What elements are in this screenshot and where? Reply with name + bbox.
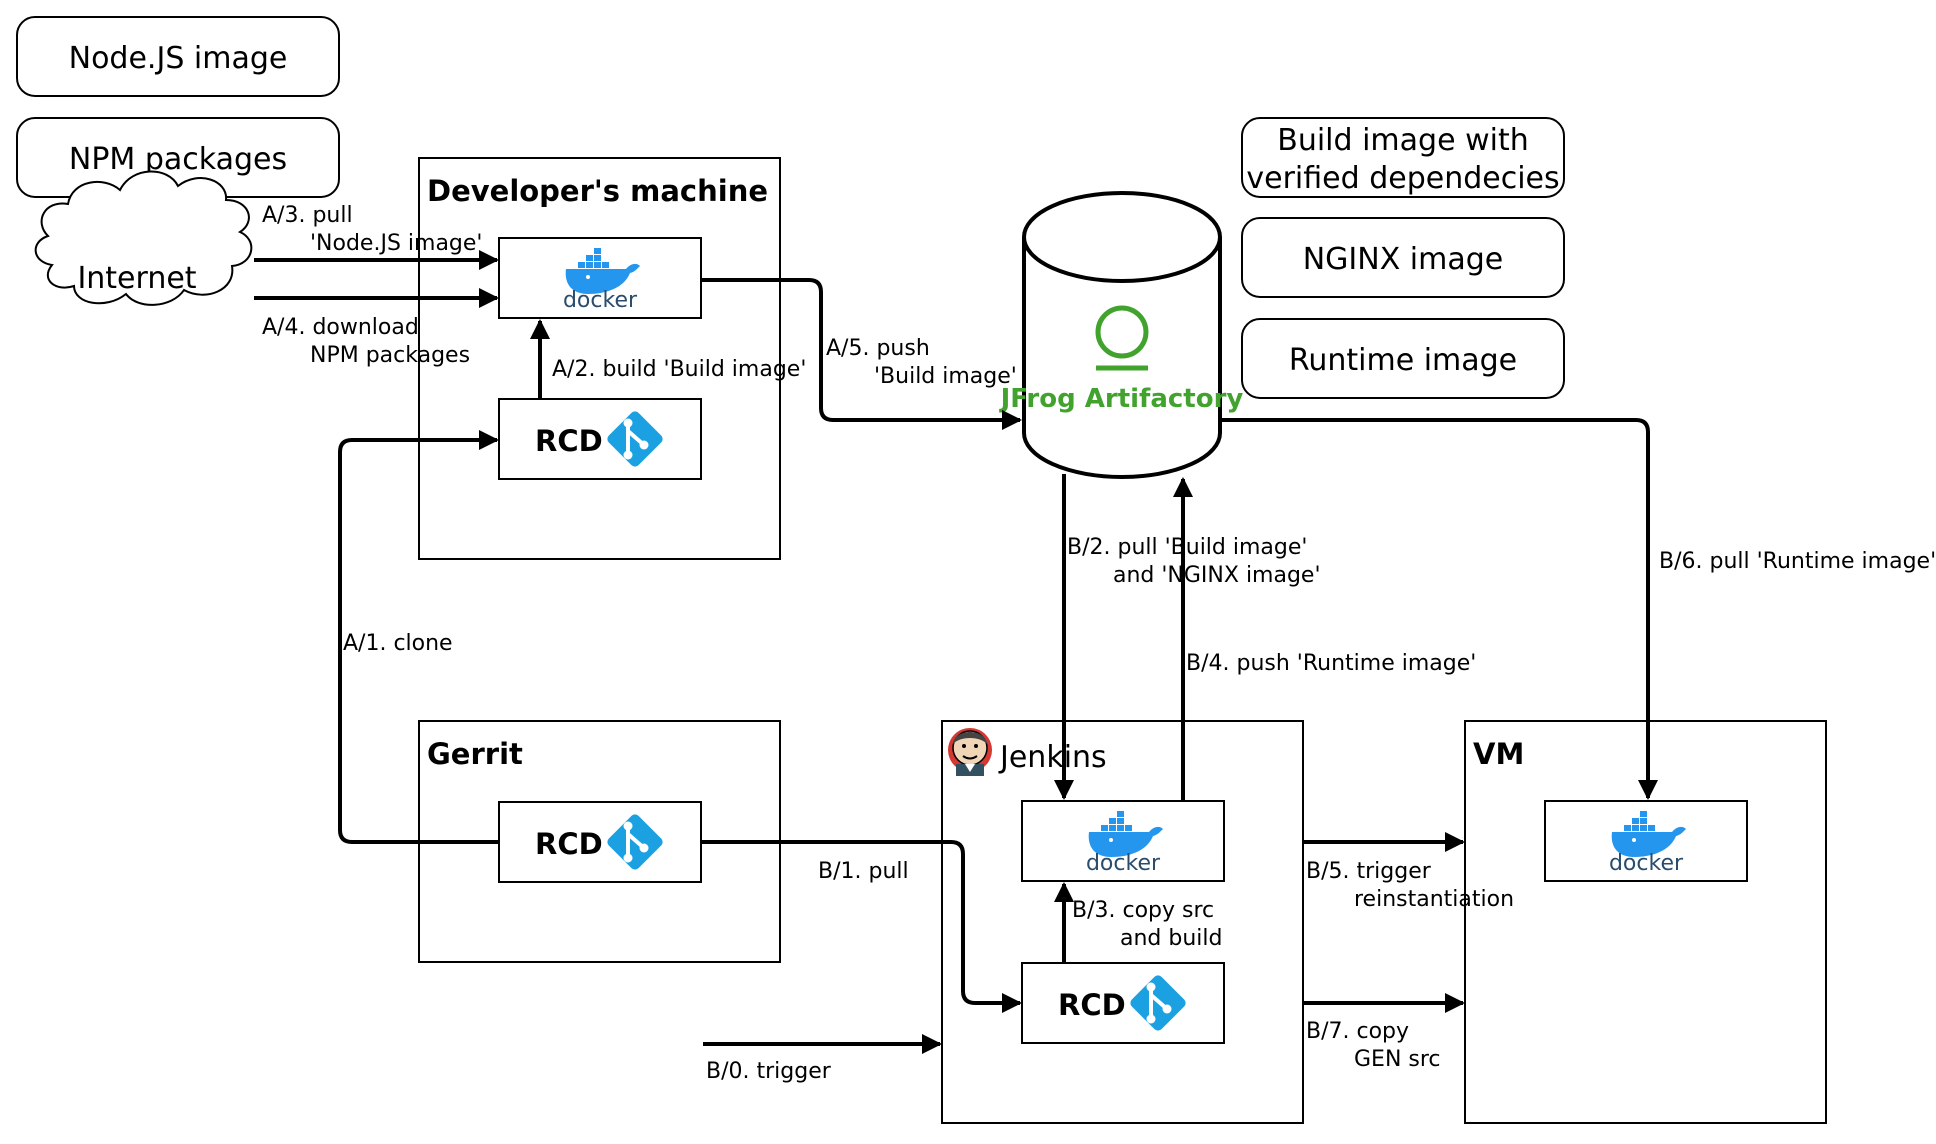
svg-text:docker: docker: [1086, 851, 1161, 876]
label-b0: B/0. trigger: [706, 1059, 832, 1084]
label-b2-line1: B/2. pull 'Build image': [1067, 535, 1307, 560]
edge-a5: [701, 278, 1022, 430]
jenkins-box: Jenkins: [941, 720, 1304, 1124]
label-b1: B/1. pull: [818, 859, 909, 884]
svg-text:NGINX image: NGINX image: [1303, 242, 1504, 277]
label-a3-line1: A/3. pull: [262, 203, 353, 228]
svg-text:Node.JS image: Node.JS image: [69, 41, 288, 76]
label-b3-line2: and build: [1120, 926, 1222, 951]
label-b7-line2: GEN src: [1354, 1047, 1441, 1072]
svg-text:JFrog Artifactory: JFrog Artifactory: [999, 384, 1244, 414]
svg-text:Gerrit: Gerrit: [427, 737, 523, 771]
label-b5-line1: B/5. trigger: [1306, 859, 1432, 884]
label-b4: B/4. push 'Runtime image': [1186, 651, 1476, 676]
internet-cloud: Internet: [34, 170, 253, 306]
rcd-dev: RCD: [498, 398, 702, 480]
edge-b1: [701, 840, 1022, 1013]
svg-text:docker: docker: [563, 288, 638, 313]
rcd-gerrit: RCD: [498, 801, 702, 883]
docker-jenkins: docker: [1021, 800, 1225, 882]
label-a4-line1: A/4. download: [262, 315, 419, 340]
docker-vm: docker: [1544, 800, 1748, 882]
svg-text:Runtime image: Runtime image: [1289, 343, 1517, 378]
edge-a1: [338, 430, 499, 844]
vm-box: VM: [1464, 720, 1827, 1124]
label-b6: B/6. pull 'Runtime image': [1659, 549, 1936, 574]
label-a5-line1: A/5. push: [826, 336, 930, 361]
edge-b6: [1220, 418, 1658, 800]
label-b3-line1: B/3. copy src: [1072, 898, 1214, 923]
svg-text:Build image with: Build image with: [1277, 123, 1528, 158]
rcd-jenkins: RCD: [1021, 962, 1225, 1044]
svg-text:RCD: RCD: [1058, 988, 1126, 1022]
label-b7-line1: B/7. copy: [1306, 1019, 1409, 1044]
label-a2: A/2. build 'Build image': [552, 357, 806, 382]
jfrog-logo-icon: [1095, 305, 1149, 371]
svg-text:docker: docker: [1609, 851, 1684, 876]
svg-text:Internet: Internet: [77, 261, 196, 296]
svg-text:RCD: RCD: [535, 424, 603, 458]
legend-runtime-image: Runtime image: [1241, 318, 1565, 399]
legend-nodejs-image: Node.JS image: [16, 16, 340, 97]
label-b2-line2: and 'NGINX image': [1113, 563, 1321, 588]
legend-build-image: Build image with verified dependecies: [1241, 117, 1565, 198]
label-a5-line2: 'Build image': [874, 364, 1017, 389]
svg-text:NPM packages: NPM packages: [69, 142, 287, 177]
jenkins-icon: [948, 728, 992, 776]
svg-text:Developer's machine: Developer's machine: [427, 174, 768, 208]
legend-nginx-image: NGINX image: [1241, 217, 1565, 298]
label-b5-line2: reinstantiation: [1354, 887, 1514, 912]
legend-npm-packages: NPM packages: [16, 117, 340, 198]
svg-text:verified dependecies: verified dependecies: [1246, 161, 1559, 196]
label-a3-line2: 'Node.JS image': [310, 231, 482, 256]
svg-text:VM: VM: [1473, 737, 1524, 771]
jfrog-artifactory: JFrog Artifactory: [999, 191, 1244, 479]
svg-text:Jenkins: Jenkins: [998, 740, 1107, 775]
developer-machine-box: Developer's machine: [418, 157, 781, 560]
label-a1: A/1. clone: [343, 631, 453, 656]
svg-text:RCD: RCD: [535, 827, 603, 861]
docker-dev: docker: [498, 237, 702, 319]
label-a4-line2: NPM packages: [310, 343, 470, 368]
